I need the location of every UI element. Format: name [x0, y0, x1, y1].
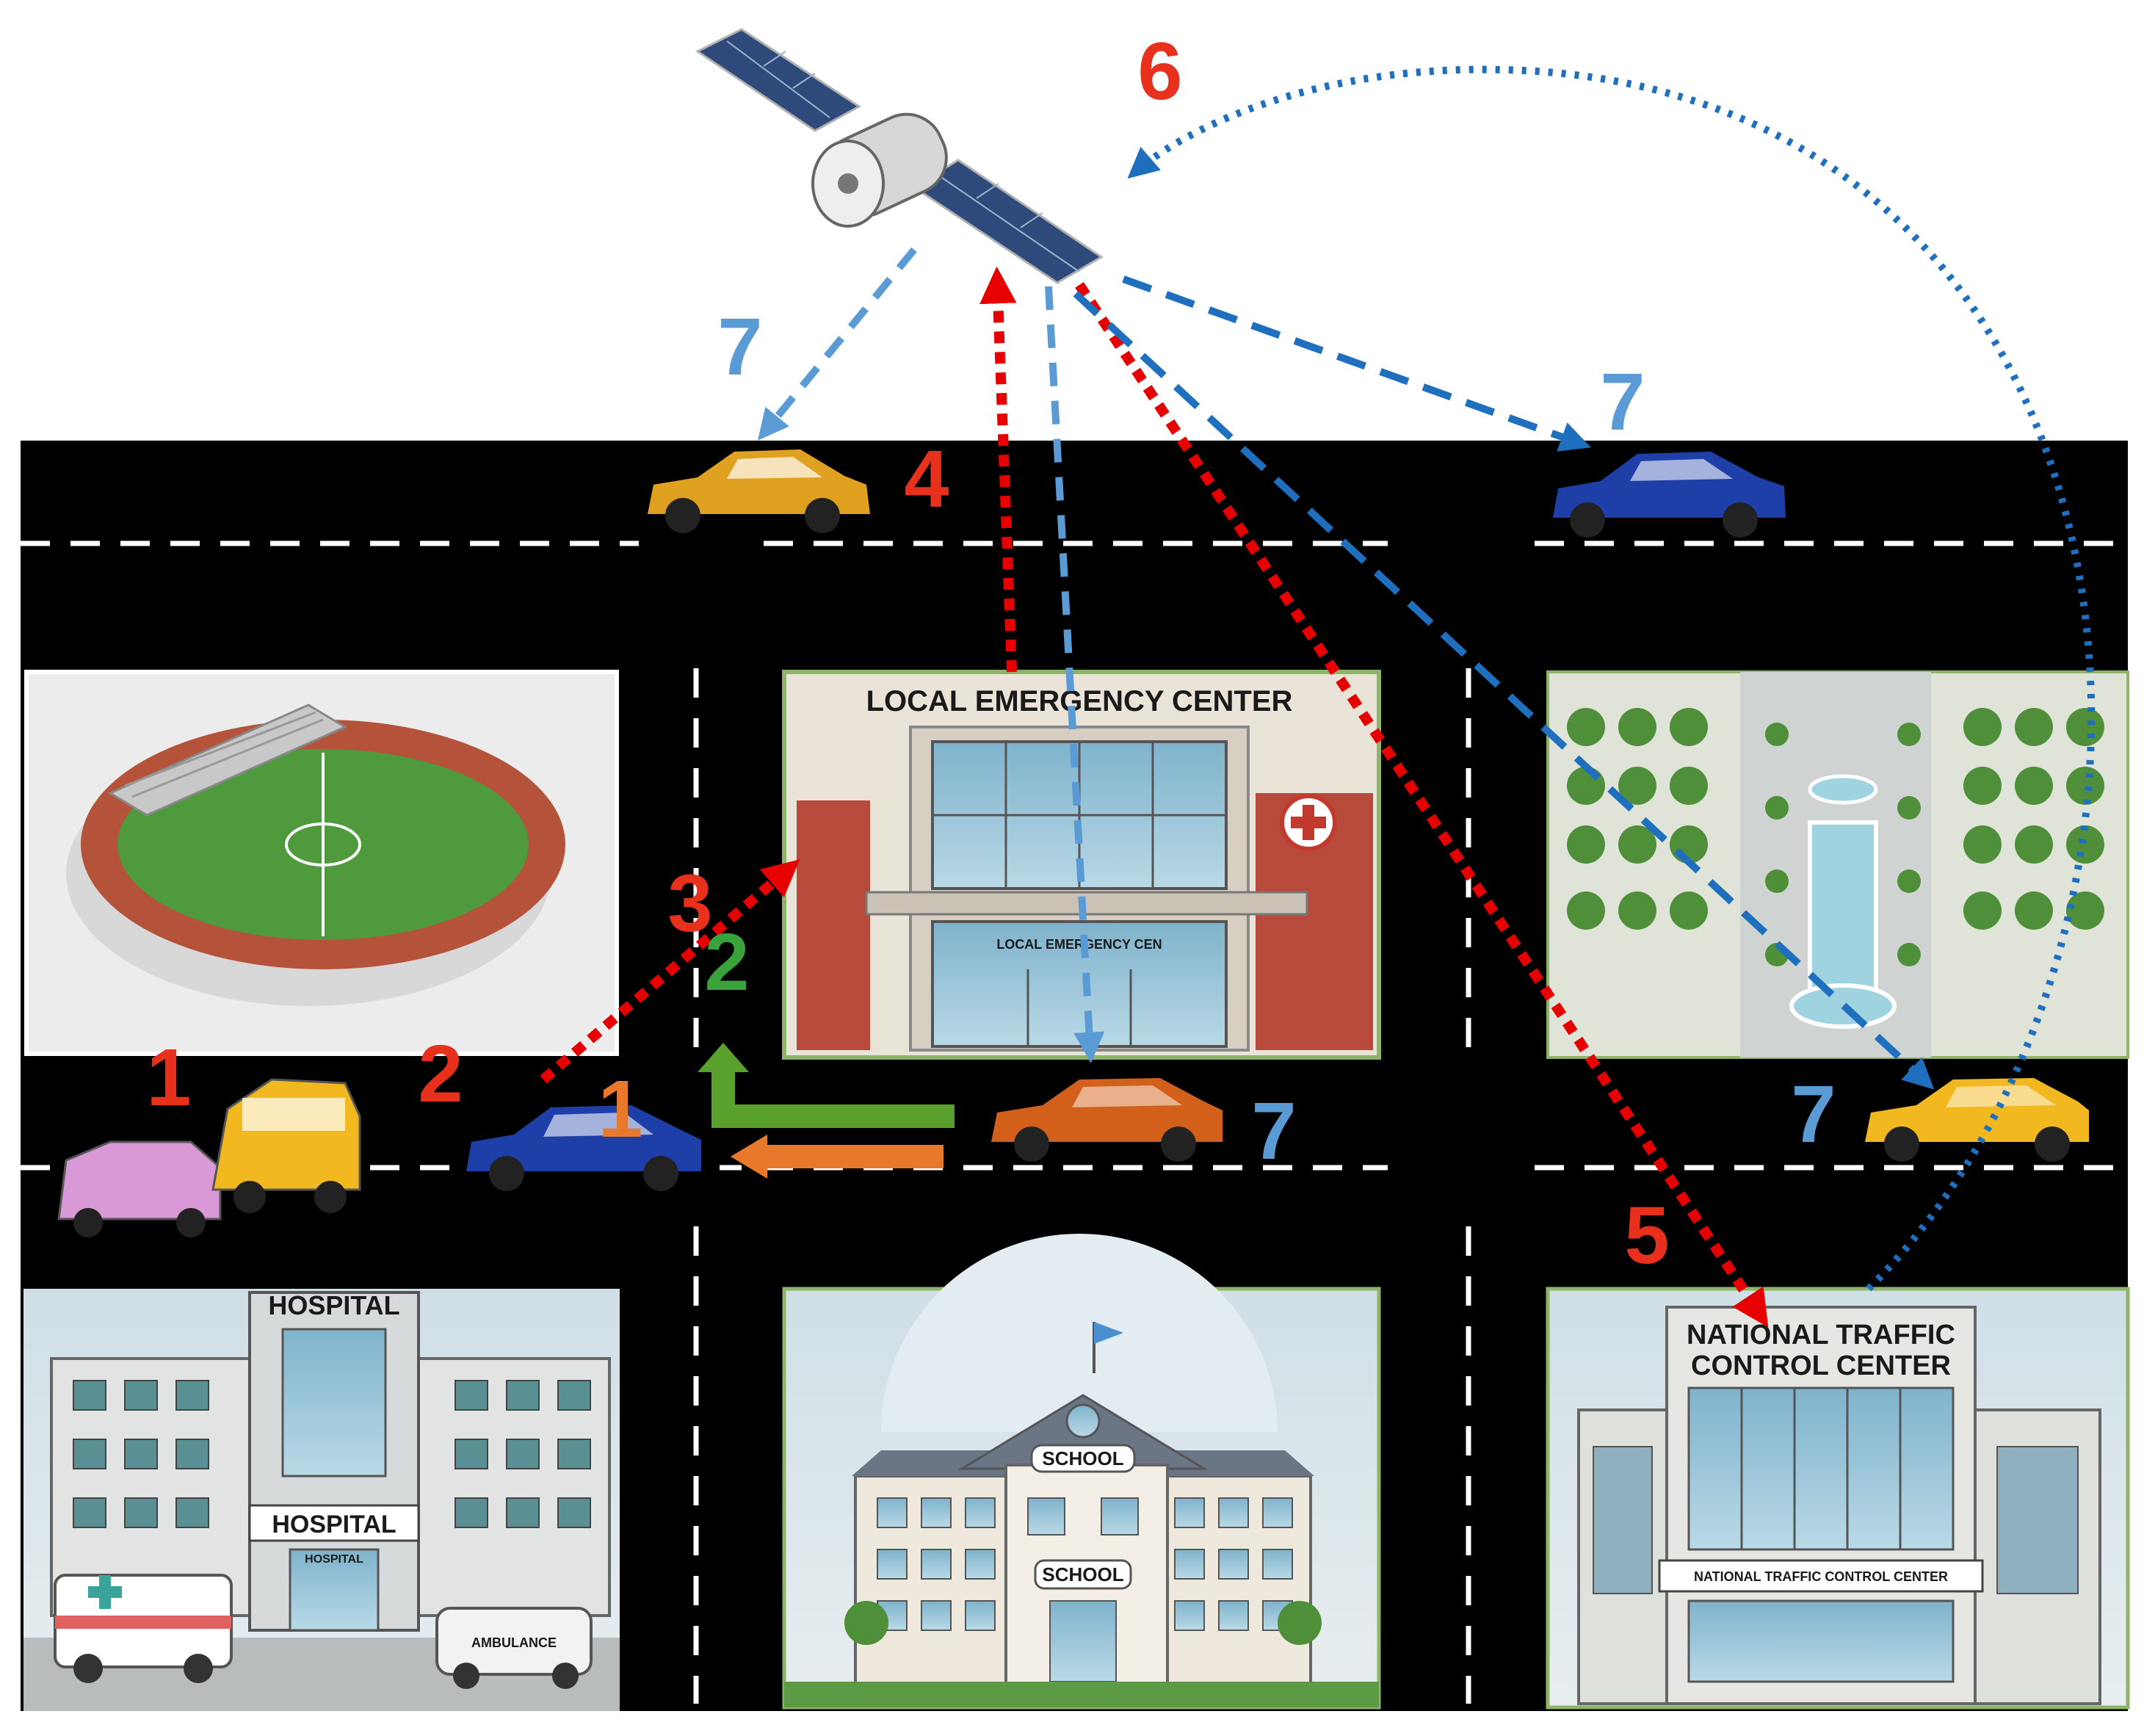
step-labels: 1 2 2 3 4 5 6 7 7 7 7	[146, 26, 1836, 1281]
car-right-yellow	[1865, 1078, 2089, 1162]
arrow-traffic-center-to-satellite	[1127, 65, 2096, 1292]
car-top-left	[648, 449, 870, 533]
school-block: SCHOOL SCHOOL	[782, 1234, 1381, 1710]
emergency-center-sign: LOCAL EMERGENCY CENTER	[866, 685, 1293, 717]
arrow-satellite-to-car-right	[1073, 291, 1935, 1090]
emergency-center-door-sign: LOCAL EMERGENCY CEN	[996, 937, 1162, 952]
step-2-label: 2	[418, 1029, 463, 1119]
car-step-badge: 1	[598, 1064, 642, 1154]
flag-icon	[1094, 1322, 1123, 1344]
traffic-center-sign-line2: CONTROL CENTER	[1691, 1350, 1951, 1381]
orange-path-arrow	[731, 1135, 944, 1179]
grandstand	[107, 704, 348, 817]
hospital-block: HOSPITAL HOSPITAL HOSPITAL AMBULANCE	[23, 1289, 620, 1711]
hospital-top-sign: HOSPITAL	[268, 1290, 399, 1320]
reflecting-pool	[1808, 820, 1878, 994]
national-traffic-control-center: NATIONAL TRAFFIC CONTROL CENTER NATIONAL…	[1546, 1287, 2130, 1710]
dark-blue-dashed-arrows	[1073, 275, 1935, 1090]
step-4-label: 4	[904, 434, 949, 524]
tree-rows	[1567, 708, 2104, 966]
stadium-block	[24, 670, 619, 1056]
step-7-label-right: 7	[1791, 1069, 1836, 1160]
arrow-car-to-emergency	[540, 859, 800, 1084]
local-emergency-center: LOCAL EMERGENCY CENTER LOCAL EMERGENCY C…	[782, 670, 1381, 1060]
car-top-right	[1553, 452, 1786, 538]
traffic-center-sign-line1: NATIONAL TRAFFIC	[1687, 1320, 1955, 1350]
school-top-sign: SCHOOL	[1042, 1447, 1123, 1469]
step-3-label: 3	[667, 858, 712, 949]
light-blue-dashed-arrows	[758, 247, 1105, 1063]
hospital-door-sign: HOSPITAL	[305, 1553, 363, 1566]
arrow-satellite-to-emergency	[1045, 286, 1105, 1063]
step-7-label-top-left: 7	[717, 302, 762, 392]
step-2-green-label: 2	[704, 917, 749, 1008]
step-1-label: 1	[146, 1032, 191, 1123]
ambulance-van-icon: AMBULANCE	[435, 1607, 593, 1689]
step-7-label-middle: 7	[1251, 1086, 1296, 1176]
school-main-sign: SCHOOL	[1042, 1563, 1123, 1585]
ambulance-icon	[54, 1574, 233, 1683]
car-reporting-blue: 1	[466, 1064, 701, 1191]
ambulance-label: AMBULANCE	[471, 1635, 557, 1650]
crashed-van-pink	[57, 1140, 222, 1237]
step-5-label: 5	[1624, 1190, 1669, 1281]
crashed-bus-yellow	[211, 1078, 361, 1213]
satellite-icon	[695, 28, 1104, 284]
arrow-satellite-to-car-top-left	[758, 247, 917, 441]
arrow-satellite-to-car-top-right	[1122, 275, 1591, 452]
green-path-arrow	[698, 1043, 955, 1128]
hospital-main-sign: HOSPITAL	[272, 1511, 396, 1538]
car-middle-orange	[991, 1078, 1223, 1162]
traffic-center-band-sign: NATIONAL TRAFFIC CONTROL CENTER	[1694, 1569, 1948, 1584]
step-7-label-top-right: 7	[1600, 357, 1645, 447]
park-block	[1546, 670, 2129, 1059]
arrow-emergency-to-satellite	[979, 266, 1017, 673]
arrow-satellite-to-traffic-center	[1075, 282, 1769, 1328]
step-6-label: 6	[1137, 26, 1182, 117]
fountain-icon	[1808, 774, 1878, 805]
red-dotted-arrows	[540, 266, 1769, 1328]
